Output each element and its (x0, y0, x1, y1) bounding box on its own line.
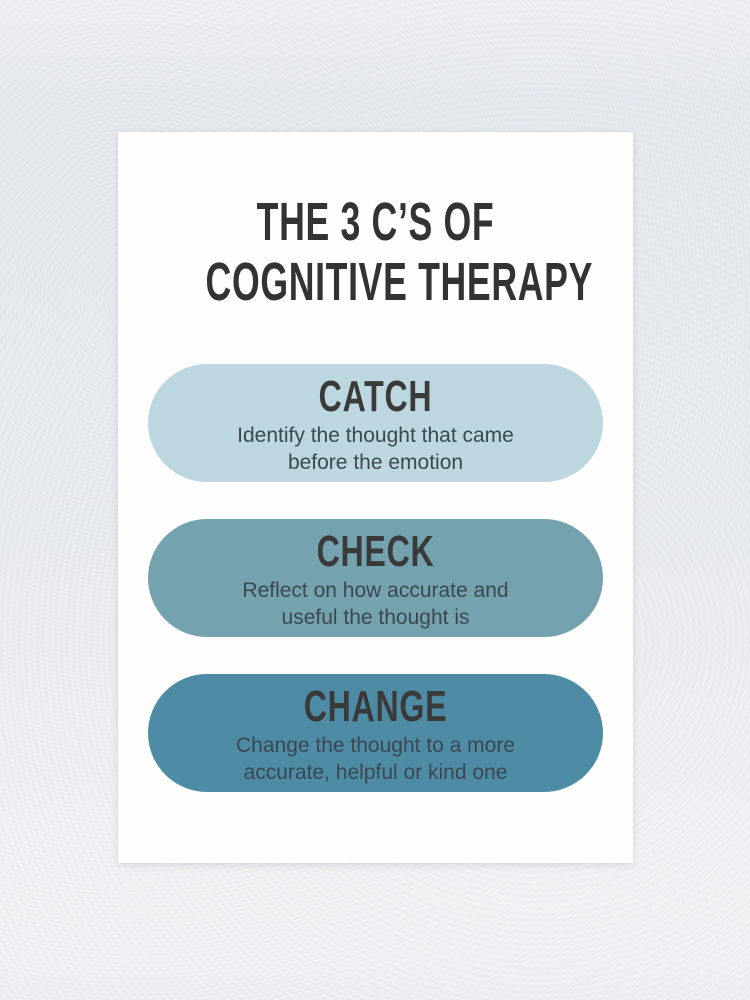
pill-change-desc-line-1: Change the thought to a more (235, 734, 516, 757)
poster-title: THE 3 C’S OF COGNITIVE THERAPY (205, 192, 594, 312)
poster-title-line-1: THE 3 C’S OF (256, 192, 495, 252)
pill-catch-heading: CATCH (318, 372, 433, 421)
pill-change: CHANGE Change the thought to a more accu… (148, 674, 603, 792)
pill-change-description: Change the thought to a more accurate, h… (148, 732, 603, 786)
pill-catch: CATCH Identify the thought that came bef… (148, 364, 603, 482)
pill-check-heading: CHECK (316, 527, 435, 576)
pill-check-desc-line-1: Reflect on how accurate and (242, 579, 509, 602)
pill-catch-description: Identify the thought that came before th… (148, 422, 603, 476)
pill-catch-desc-line-2: before the emotion (287, 451, 464, 474)
pill-list: CATCH Identify the thought that came bef… (148, 364, 603, 829)
pill-change-desc-line-2: accurate, helpful or kind one (243, 761, 508, 784)
pill-check-description: Reflect on how accurate and useful the t… (148, 577, 603, 631)
pill-check: CHECK Reflect on how accurate and useful… (148, 519, 603, 637)
pill-change-heading: CHANGE (303, 682, 448, 731)
pill-check-desc-line-2: useful the thought is (281, 606, 470, 629)
pill-catch-desc-line-1: Identify the thought that came (237, 424, 514, 447)
poster: THE 3 C’S OF COGNITIVE THERAPY CATCH Ide… (118, 132, 633, 863)
poster-title-line-2: COGNITIVE THERAPY (205, 252, 594, 312)
